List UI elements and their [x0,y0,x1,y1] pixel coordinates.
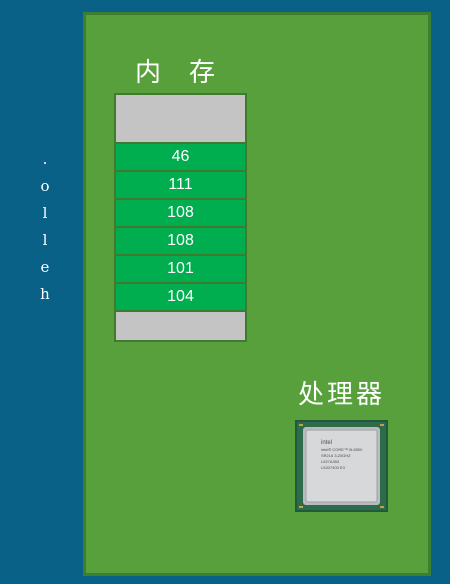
side-char: l [42,204,48,222]
memory-top-cap [116,95,245,144]
memory-cell: 101 [116,256,245,284]
chip-label: L527A353 [321,459,340,464]
chip-label: L5207400 E3 [321,465,346,470]
memory-block: 46 111 108 108 101 104 [114,93,247,342]
side-char: o [40,177,50,195]
chip-label: SR2L6 3.20GHZ [321,453,351,458]
side-char: h [40,285,50,303]
chip-label: intel® CORE™ i5-6500 [321,447,363,452]
chip-label: intel [321,440,332,446]
side-char: e [40,258,50,276]
memory-bottom-cap [116,312,245,340]
memory-cell: 108 [116,200,245,228]
memory-cell: 111 [116,172,245,200]
processor-title: 处理器 [298,380,386,410]
memory-cell: 46 [116,144,245,172]
processor-chip-icon: intel intel® CORE™ i5-6500 SR2L6 3.20GHZ… [295,420,388,512]
memory-cell: 108 [116,228,245,256]
memory-title: 内存 [135,58,244,88]
side-char: l [42,231,48,249]
side-char: . [42,150,48,168]
memory-cell: 104 [116,284,245,312]
vertical-side-text: . o l l e h [37,146,53,308]
